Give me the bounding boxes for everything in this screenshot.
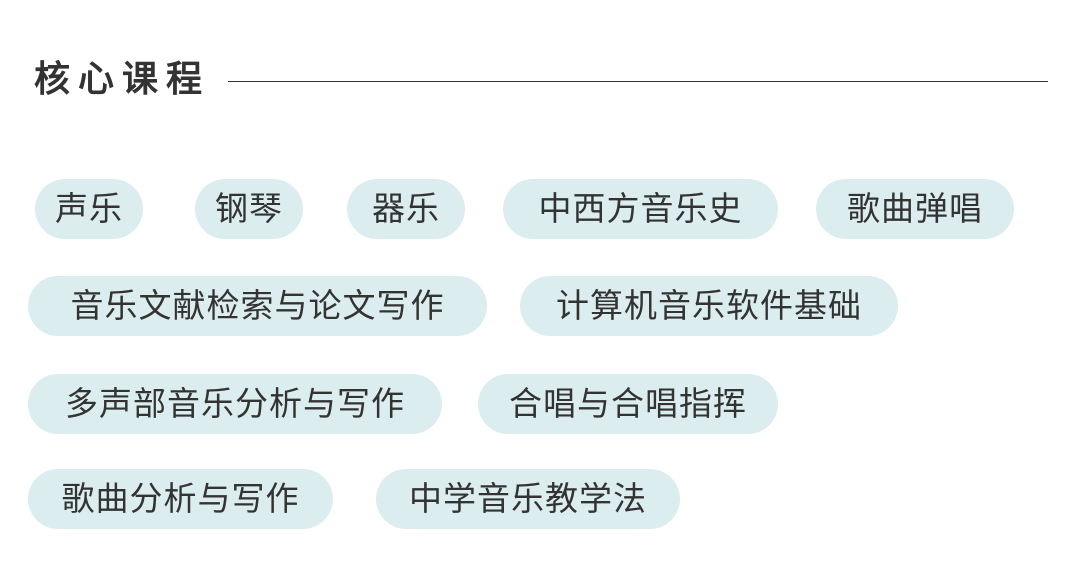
section-title: 核心课程 — [34, 59, 211, 100]
course-tag-song-accompaniment: 歌曲弹唱 — [816, 179, 1014, 239]
course-tag-song-analysis: 歌曲分析与写作 — [28, 469, 333, 529]
title-divider — [228, 80, 1048, 82]
course-tag-literature-writing: 音乐文献检索与论文写作 — [28, 276, 487, 336]
course-tag-teaching-method: 中学音乐教学法 — [376, 469, 680, 529]
course-tag-choir-conducting: 合唱与合唱指挥 — [478, 374, 778, 434]
course-tag-music-software: 计算机音乐软件基础 — [520, 276, 898, 336]
course-tag-piano: 钢琴 — [195, 179, 303, 239]
section-header: 核心课程 — [34, 52, 1048, 108]
course-tag-polyphonic-analysis: 多声部音乐分析与写作 — [28, 374, 442, 434]
course-tag-instrumental: 器乐 — [347, 179, 465, 239]
course-tag-vocal: 声乐 — [35, 179, 143, 239]
course-tag-music-history: 中西方音乐史 — [503, 179, 778, 239]
